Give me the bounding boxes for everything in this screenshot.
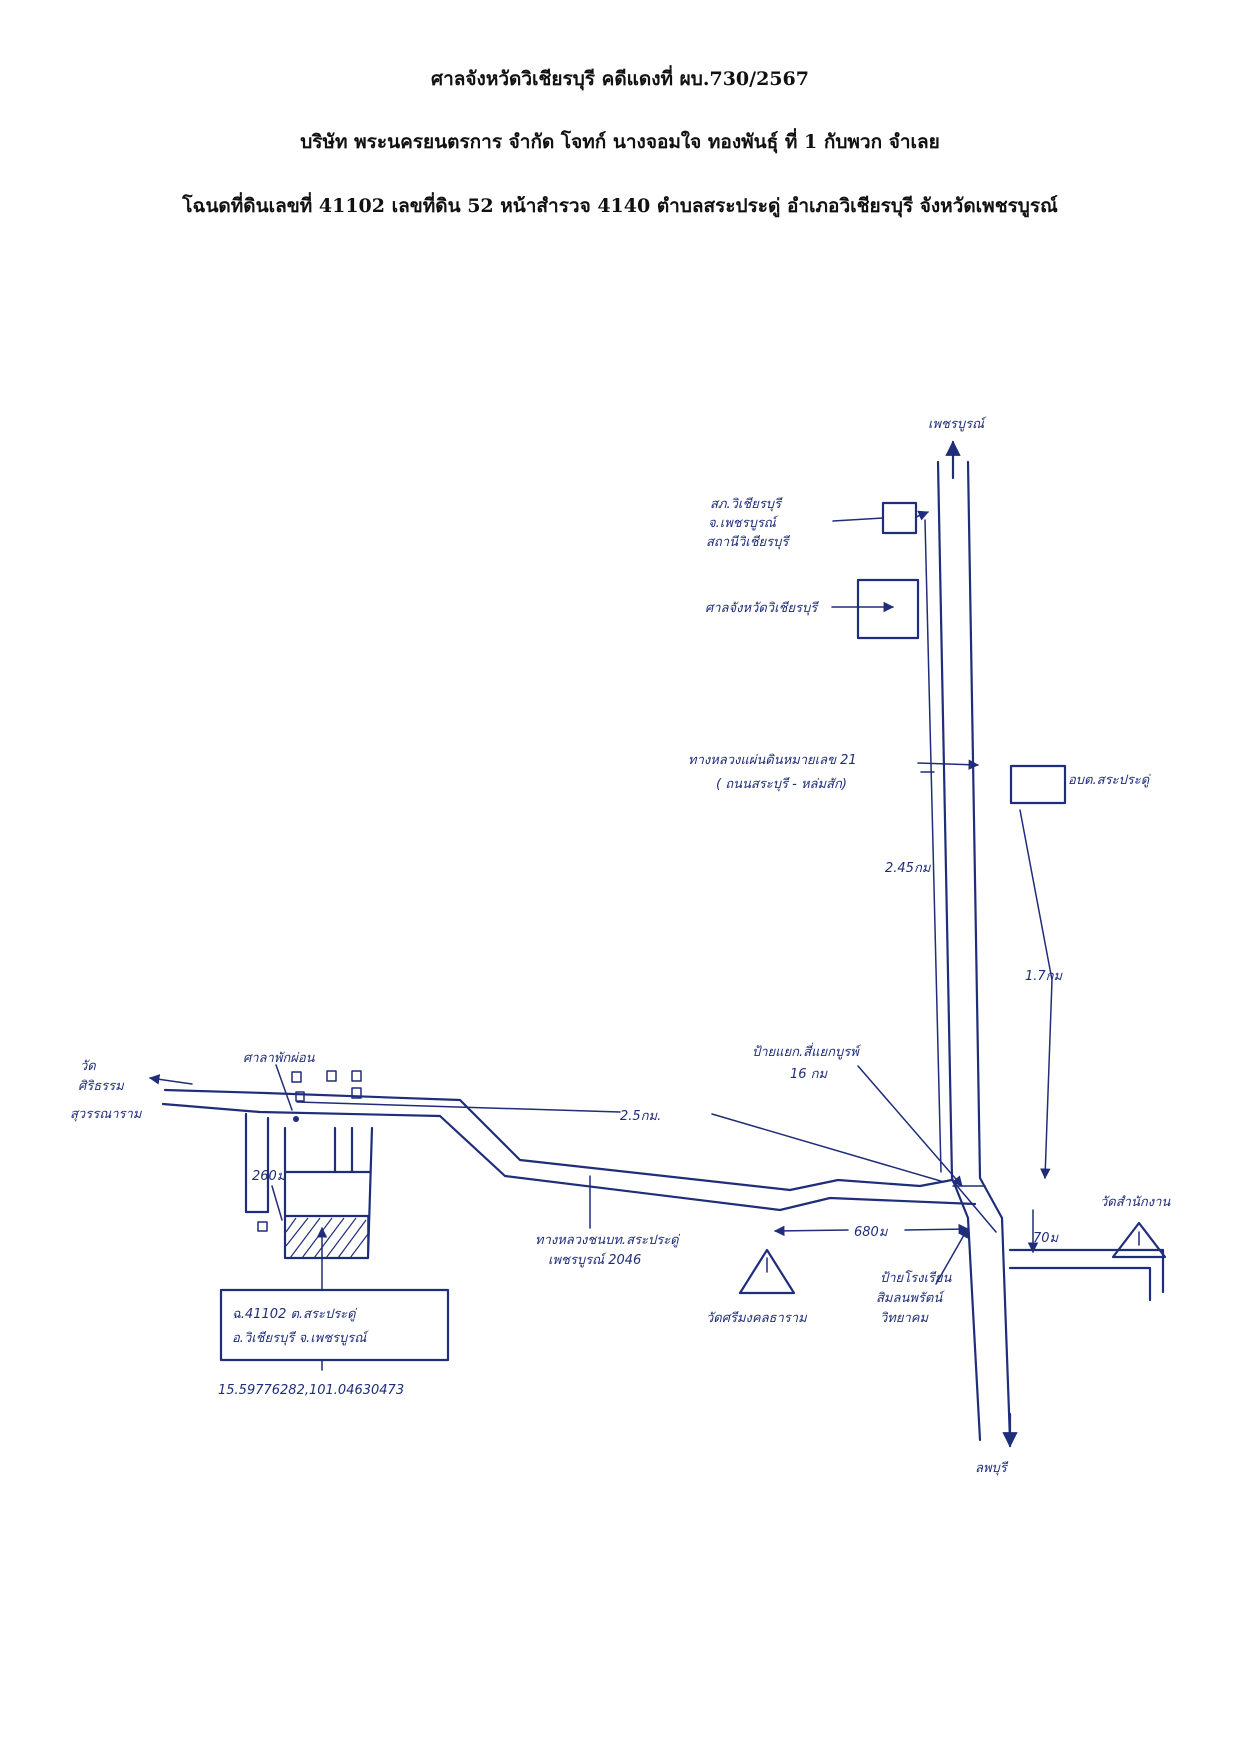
school-sign-2: สิมลนพรัตน์ bbox=[876, 1290, 945, 1306]
bus-stop-label: ศาลาพักผ่อน bbox=[243, 1051, 316, 1066]
bus-stop-leader bbox=[275, 1064, 293, 1111]
2-45km-line bbox=[924, 519, 942, 1173]
police-label-3: สถานีวิเชียรบุรี bbox=[706, 534, 790, 550]
distance-260: 260ม bbox=[252, 1169, 287, 1184]
school-sign-leader bbox=[935, 1227, 969, 1285]
temple-icon-middle bbox=[738, 1248, 796, 1295]
parcel-label-box bbox=[219, 1288, 450, 1362]
court-case-title: ศาลจังหวัดวิเชียรบุรี คดีแดงที่ ผบ.730/2… bbox=[431, 68, 809, 90]
west-arrow-icon bbox=[148, 1074, 193, 1085]
temple-icon-right bbox=[1111, 1221, 1167, 1259]
marker-dot-icon bbox=[293, 1116, 299, 1122]
parcel-label-1: ฉ.41102 ต.สระประดู่ bbox=[232, 1307, 358, 1322]
police-label-2: จ.เพชรบูรณ์ bbox=[708, 515, 779, 531]
distance-2-5: 2.5กม. bbox=[620, 1109, 661, 1124]
court-label: ศาลจังหวัดวิเชียรบุรี bbox=[705, 600, 819, 616]
subdistrict-office-box bbox=[1009, 764, 1067, 805]
subdistrict-office-label: อบต.สระประดู่ bbox=[1068, 773, 1151, 788]
house-icons bbox=[257, 1070, 362, 1232]
east-branch-road bbox=[1008, 1248, 1165, 1302]
temple-middle-label: วัดศรีมงคลธาราม bbox=[706, 1310, 808, 1326]
parties-line: บริษัท พระนครยนตรการ จำกัด โจทก์ นางจอมใ… bbox=[300, 131, 940, 153]
2-5km-line bbox=[296, 1101, 945, 1183]
land-parcel-area bbox=[244, 1112, 374, 1260]
parcel-label-2: อ.วิเชียรบุรี จ.เพชรบูรณ์ bbox=[232, 1330, 369, 1346]
school-sign-3: วิทยาคม bbox=[880, 1311, 929, 1326]
police-label-1: สภ.วิเชียรบุรี bbox=[710, 496, 783, 512]
highway-21 bbox=[936, 460, 1012, 1442]
sign-arrow bbox=[857, 1065, 963, 1187]
distance-2-45: 2.45กม bbox=[885, 861, 932, 876]
local-road-label-1: ทางหลวงชนบท.สระประดู่ bbox=[535, 1233, 681, 1248]
1-7km-line bbox=[1019, 809, 1053, 1180]
temple-right-label: วัดสำนักงาน bbox=[1100, 1195, 1171, 1210]
school-sign-1: ป้ายโรงเรียน bbox=[880, 1270, 953, 1286]
260m-leader bbox=[271, 1185, 283, 1221]
distance-1-7: 1.7กม bbox=[1025, 969, 1064, 984]
temple-left-label-2: ศิริธรรม bbox=[78, 1079, 125, 1094]
sign-phetchabun-1: ป้ายแยก.สี่แยกบูรพ์ bbox=[752, 1042, 862, 1060]
distance-70: 70ม bbox=[1033, 1231, 1060, 1246]
highway-label-1: ทางหลวงแผ่นดินหมายเลข 21 bbox=[688, 753, 857, 768]
police-station-box bbox=[881, 501, 918, 535]
court-box bbox=[856, 578, 920, 640]
highway-label-2: ( ถนนสระบุรี - หล่มสัก) bbox=[716, 776, 847, 792]
north-label: เพชรบูรณ์ bbox=[928, 416, 987, 432]
local-road-label-2: เพชรบูรณ์ 2046 bbox=[548, 1252, 641, 1268]
highway-label-arrow bbox=[917, 759, 980, 770]
land-deed-line: โฉนดที่ดินเลขที่ 41102 เลขที่ดิน 52 หน้า… bbox=[182, 195, 1058, 217]
sign-phetchabun-2: 16 กม bbox=[790, 1067, 829, 1082]
south-label: ลพบุรี bbox=[975, 1460, 1009, 1476]
temple-left-label-3: สุวรรณาราม bbox=[70, 1107, 143, 1122]
680m-arrow bbox=[773, 1225, 849, 1237]
parcel-hatched bbox=[284, 1215, 369, 1259]
temple-left-label-1: วัด bbox=[80, 1059, 96, 1074]
document-header: ศาลจังหวัดวิเชียรบุรี คดีแดงที่ ผบ.730/2… bbox=[0, 70, 1240, 216]
distance-680: 680ม bbox=[854, 1225, 889, 1240]
local-road-2046 bbox=[161, 1088, 977, 1212]
coordinates-label: 15.59776282,101.04630473 bbox=[218, 1383, 404, 1398]
